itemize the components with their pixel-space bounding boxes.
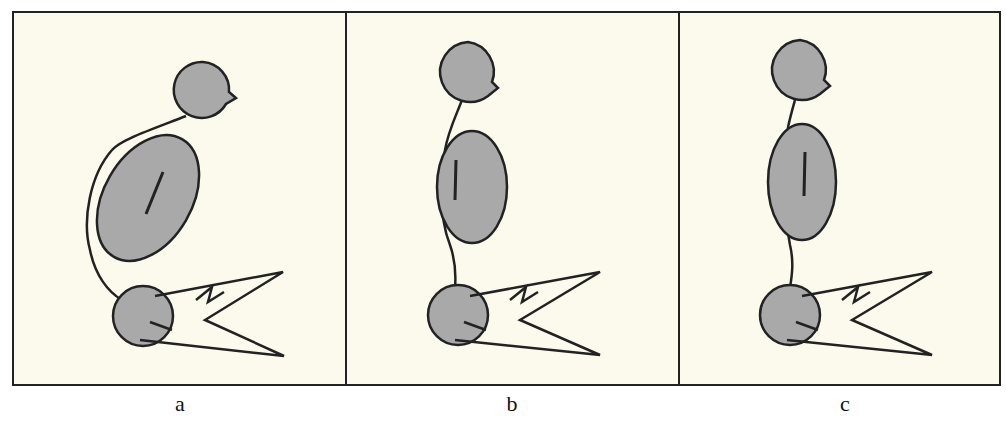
panel-letter: b [507,393,518,415]
panel-letter: c [840,393,850,415]
panel-divider [678,12,680,385]
slumped-figure [76,62,284,356]
panel-letter: a [175,393,185,415]
upright-figure [760,40,932,355]
panel-divider [345,12,347,385]
panel-frame [13,12,1000,385]
upright-figure [428,42,600,355]
